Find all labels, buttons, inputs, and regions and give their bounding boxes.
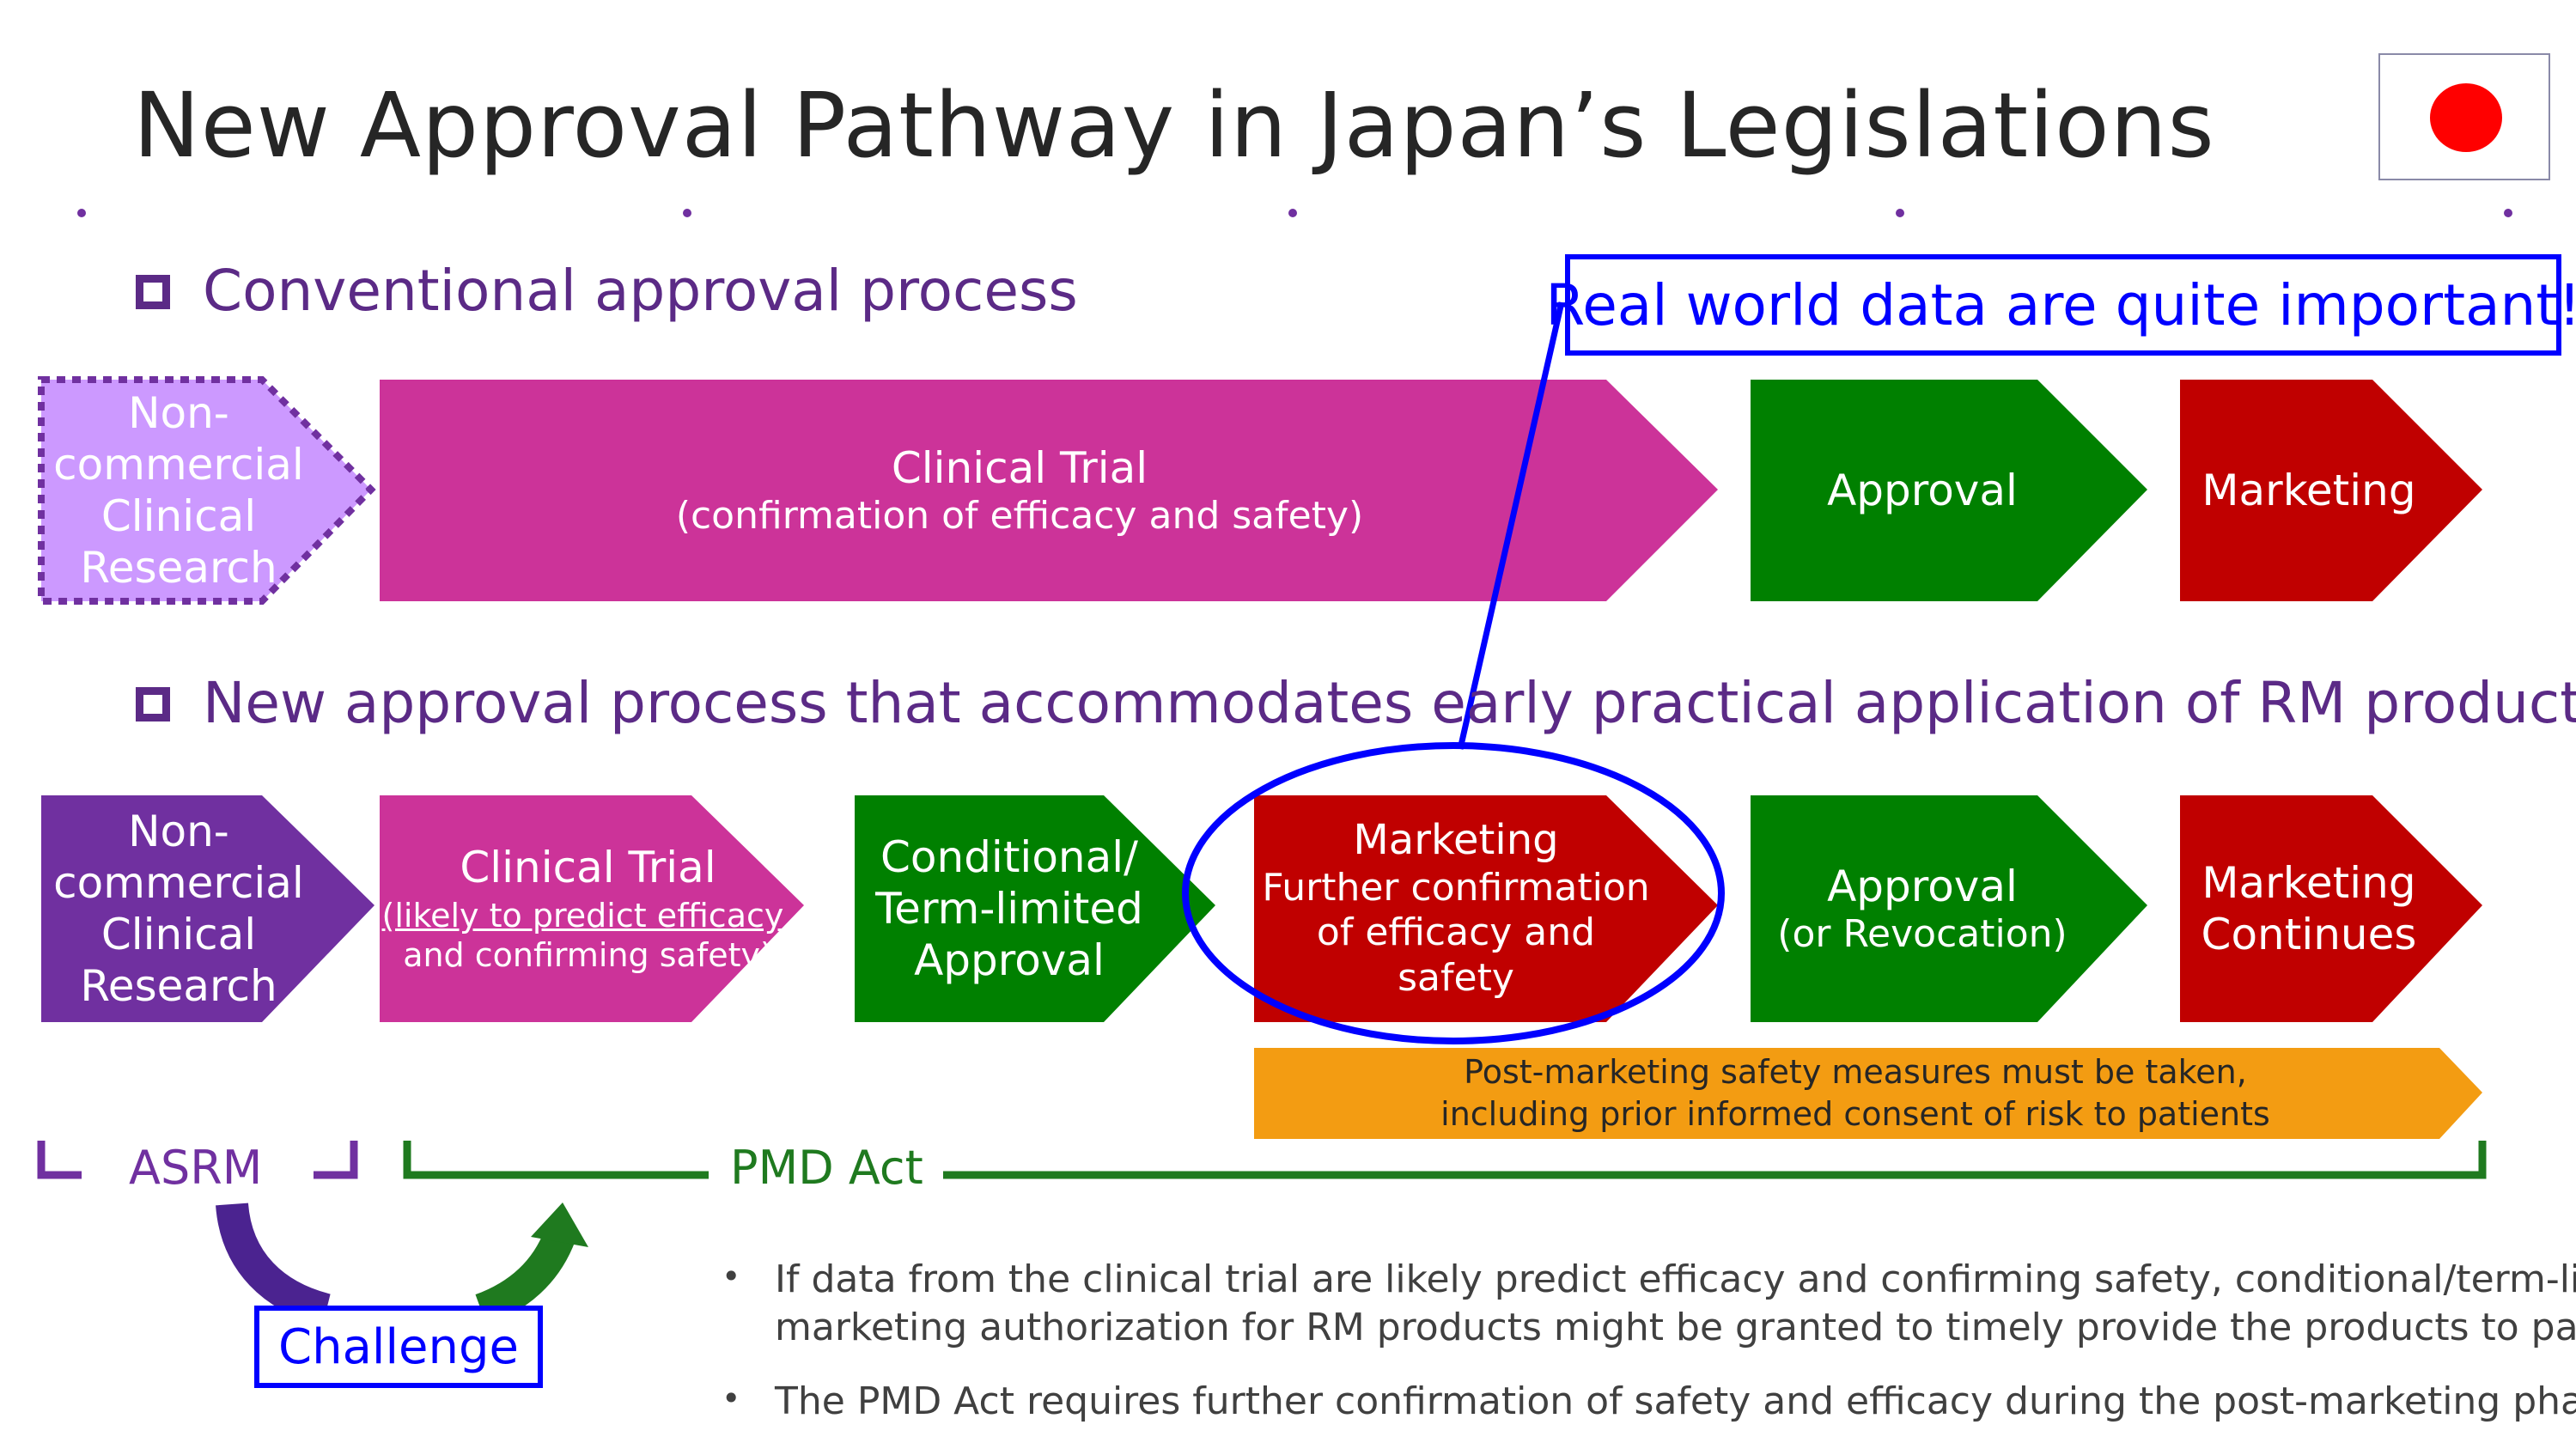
row2-step5-label: Approval (or Revocation) xyxy=(1751,795,2094,1022)
label-line: Non- xyxy=(128,807,229,856)
bullet-list: • If data from the clinical trial are li… xyxy=(722,1256,2576,1426)
post-marketing-label: Post-marketing safety measures must be t… xyxy=(1254,1048,2457,1139)
label-line: Marketing xyxy=(2201,466,2416,515)
label-line: Approval xyxy=(1827,466,2018,515)
japan-flag-icon xyxy=(2378,53,2550,180)
conventional-heading: Conventional approval process xyxy=(203,258,1078,324)
label-line: (confirmation of efficacy and safety) xyxy=(675,493,1364,538)
highlight-ellipse xyxy=(1182,742,1725,1044)
label-line: Clinical Trial xyxy=(460,843,716,893)
asrm-bracket-left xyxy=(37,1141,82,1179)
label-line: Non- xyxy=(128,388,229,438)
page-title: New Approval Pathway in Japan’s Legislat… xyxy=(133,73,2215,178)
row2-step3-arrow xyxy=(855,795,1215,1022)
label-line: Clinical xyxy=(100,910,257,959)
label-line: Approval xyxy=(1827,861,2018,911)
bullet-line: The PMD Act requires further confirmatio… xyxy=(775,1379,2576,1423)
title-divider xyxy=(77,209,2512,217)
challenge-curve-green xyxy=(475,1228,575,1325)
callout-pointer-line xyxy=(1457,301,1565,750)
bullet-line: marketing authorization for RM products … xyxy=(775,1306,2576,1349)
pmd-act-label: PMD Act xyxy=(730,1141,923,1195)
row1-step1-label: Non- commercial Clinical Research xyxy=(41,380,316,601)
new-process-heading: New approval process that accommodates e… xyxy=(203,670,2576,736)
label-line: Research xyxy=(80,543,277,593)
label-line: (likely to predict efficacy, xyxy=(381,897,795,935)
label-line: Approval xyxy=(914,935,1105,985)
challenge-curve-purple xyxy=(216,1202,332,1326)
challenge-box: Challenge xyxy=(254,1306,543,1388)
bullet-item: • If data from the clinical trial are li… xyxy=(722,1256,2576,1352)
label-line: commercial xyxy=(53,858,304,908)
label-line: Research xyxy=(80,961,277,1011)
pmd-bracket-left xyxy=(403,1141,709,1179)
label-line: Further confirmation xyxy=(1262,865,1650,910)
checkbox-icon xyxy=(136,275,170,309)
pmd-bracket-right xyxy=(943,1141,2487,1179)
row2-step2-arrow xyxy=(380,795,804,1022)
checkbox-icon xyxy=(136,687,170,721)
bullet-icon: • xyxy=(722,1257,741,1295)
row2-step5-arrow xyxy=(1751,795,2147,1022)
label-line: Marketing xyxy=(2201,858,2416,908)
row1-step3-label: Approval xyxy=(1751,380,2094,601)
row1-step4-arrow xyxy=(2180,380,2482,601)
post-marketing-arrow xyxy=(1254,1048,2482,1139)
challenge-arrow-head xyxy=(531,1202,588,1247)
row2-step6-label: Marketing Continues xyxy=(2180,795,2438,1022)
label-line: and confirming safety) xyxy=(403,936,773,974)
bullet-item: • The PMD Act requires further confirmat… xyxy=(722,1378,2576,1426)
row2-step3-label: Conditional/ Term-limited Approval xyxy=(855,795,1164,1022)
label-line: Marketing xyxy=(1353,816,1559,864)
label-line: Clinical xyxy=(100,491,257,541)
asrm-bracket-right xyxy=(314,1141,358,1179)
row1-step1-arrow xyxy=(38,376,376,605)
row2-step1-arrow xyxy=(41,795,375,1022)
bullet-icon: • xyxy=(722,1379,741,1417)
row1-step2-arrow xyxy=(380,380,1718,601)
label-line: Post-marketing safety measures must be t… xyxy=(1464,1052,2247,1091)
label-line: Conditional/ xyxy=(880,832,1138,882)
asrm-label: ASRM xyxy=(129,1141,263,1195)
row2-step6-arrow xyxy=(2180,795,2482,1022)
callout-box: Real world data are quite important! xyxy=(1545,254,2576,356)
row2-step4-label: Marketing Further confirmation of effica… xyxy=(1254,795,1658,1022)
row2-step4-arrow xyxy=(1254,795,1718,1022)
row1-step2-label: Clinical Trial (confirmation of efficacy… xyxy=(380,380,1659,601)
label-line: Term-limited xyxy=(875,884,1143,934)
row1-step4-label: Marketing xyxy=(2180,380,2438,601)
row2-step1-label: Non- commercial Clinical Research xyxy=(41,795,316,1022)
label-line: Clinical Trial xyxy=(891,442,1148,493)
bullet-line: If data from the clinical trial are like… xyxy=(775,1257,2576,1301)
row2-step2-label: Clinical Trial (likely to predict effica… xyxy=(380,795,796,1022)
label-line: commercial xyxy=(53,440,304,490)
label-line: Continues xyxy=(2201,910,2417,959)
label-line: including prior informed consent of risk… xyxy=(1440,1095,2270,1133)
label-line: of efficacy and safety xyxy=(1316,910,1596,1001)
row1-step3-arrow xyxy=(1751,380,2147,601)
flag-sun-circle xyxy=(2430,83,2502,152)
label-line: (or Revocation) xyxy=(1777,911,2067,956)
